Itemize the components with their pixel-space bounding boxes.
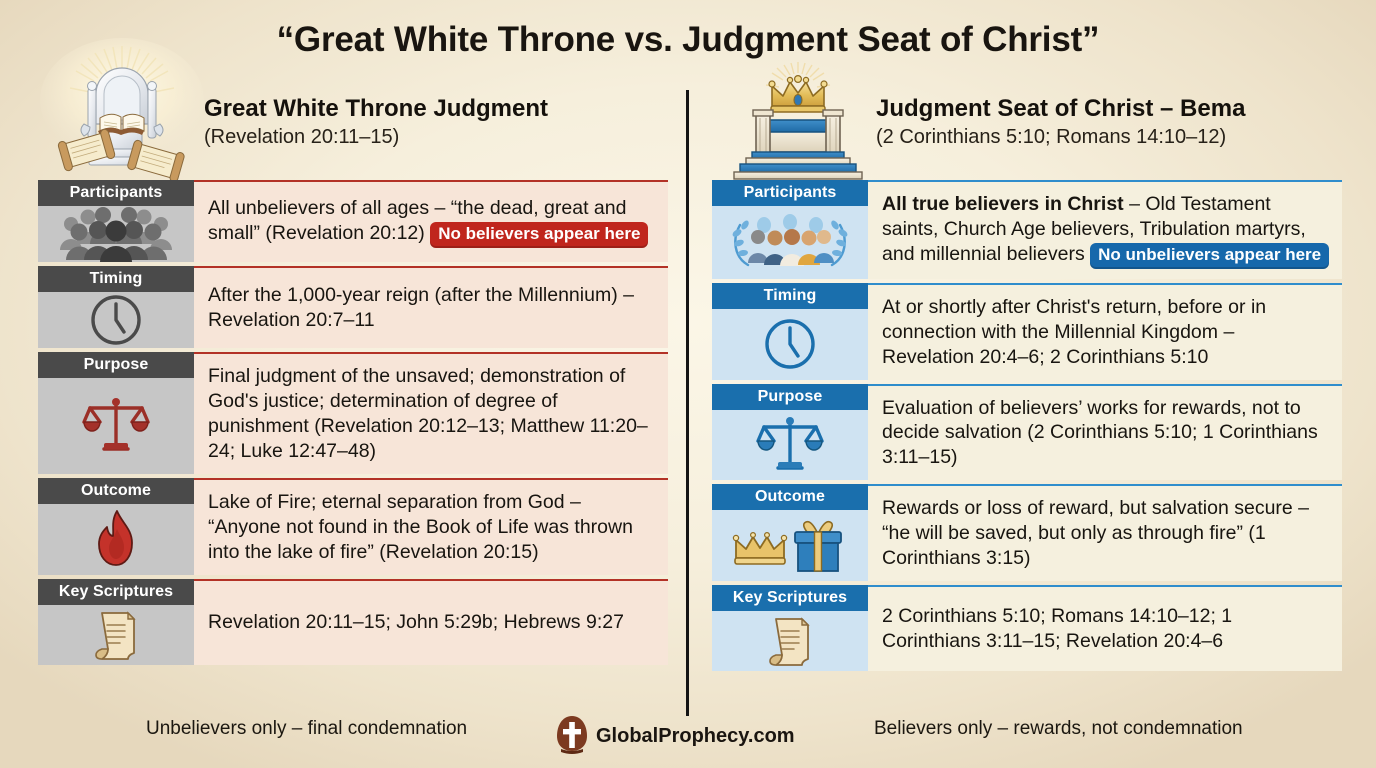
row-label-cell: Timing — [38, 266, 194, 348]
table-row: Participants — [38, 180, 668, 262]
table-row: Timing After the 1,000-year reign (after… — [38, 266, 668, 348]
row-label: Outcome — [38, 477, 194, 504]
table-row: Outcome Lake of Fire; eternal separation… — [38, 477, 668, 575]
row-label-cell: Key Scriptures — [712, 585, 868, 672]
right-footer-note: Believers only – rewards, not condemnati… — [874, 718, 1243, 739]
white-throne-illustration — [34, 36, 210, 183]
row-label-cell: Key Scriptures — [38, 578, 194, 665]
row-label-cell: Outcome — [38, 477, 194, 575]
row-content-text: All unbelievers of all ages – “the dead,… — [208, 196, 656, 248]
page-title: “Great White Throne vs. Judgment Seat of… — [276, 20, 1100, 59]
row-content-cell: Rewards or loss of reward, but salvation… — [868, 484, 1342, 582]
row-content-text: After the 1,000-year reign (after the Mi… — [208, 283, 656, 333]
row-content-text: Rewards or loss of reward, but salvation… — [882, 496, 1330, 571]
left-column-header: Great White Throne Judgment (Revelation … — [204, 95, 549, 149]
brand-logo[interactable]: GlobalProphecy.com — [555, 714, 795, 759]
row-label-cell: Outcome — [712, 484, 868, 582]
scroll-icon — [712, 611, 868, 672]
brand-name: GlobalProphecy.com — [596, 725, 795, 747]
row-content-cell: At or shortly after Christ's return, bef… — [868, 282, 1342, 380]
center-divider — [686, 90, 689, 716]
table-row: Purpose Evaluation of believers’ works f… — [712, 383, 1342, 481]
table-row: Timing At or shortly after Christ's retu… — [712, 282, 1342, 380]
row-label: Key Scriptures — [38, 578, 194, 605]
row-content-body: All unbelievers of all ages – “the dead,… — [208, 197, 627, 245]
row-content-body: Lake of Fire; eternal separation from Go… — [208, 490, 633, 563]
row-content-text: At or shortly after Christ's return, bef… — [882, 295, 1330, 370]
row-content-cell: Final judgment of the unsaved; demonstra… — [194, 352, 668, 474]
row-content-body: Final judgment of the unsaved; demonstra… — [208, 365, 648, 462]
table-row: Participants — [712, 180, 1342, 279]
row-content-body: 2 Corinthians 5:10; Romans 14:10–12; 1 C… — [882, 605, 1233, 653]
table-row: Key Scriptures 2 Corinthians 5:10; Roman… — [712, 585, 1342, 672]
row-content-text: Revelation 20:11–15; John 5:29b; Hebrews… — [208, 610, 656, 635]
row-label-cell: Timing — [712, 282, 868, 380]
cross-logo-icon — [555, 714, 589, 759]
row-label: Purpose — [38, 352, 194, 378]
row-label: Participants — [712, 180, 868, 206]
row-label-cell: Purpose — [712, 383, 868, 481]
scales-of-justice-icon — [712, 409, 868, 481]
believers-group-with-laurel-icon — [712, 206, 868, 279]
row-content-cell: After the 1,000-year reign (after the Mi… — [194, 266, 668, 348]
row-content-body: Rewards or loss of reward, but salvation… — [882, 497, 1310, 570]
row-label-cell: Participants — [712, 180, 868, 279]
scroll-icon — [38, 604, 194, 665]
row-content-cell: Evaluation of believers’ works for rewar… — [868, 383, 1342, 481]
row-label: Key Scriptures — [712, 585, 868, 612]
bema-seat-illustration — [722, 52, 874, 182]
right-column-header: Judgment Seat of Christ – Bema (2 Corint… — [876, 95, 1246, 149]
row-content-text: Lake of Fire; eternal separation from Go… — [208, 490, 656, 565]
row-content-cell: All true believers in Christ – Old Testa… — [868, 180, 1342, 279]
row-content-body: Evaluation of believers’ works for rewar… — [882, 396, 1318, 469]
row-label-cell: Purpose — [38, 352, 194, 474]
flame-icon — [38, 503, 194, 575]
row-content-text: Final judgment of the unsaved; demonstra… — [208, 364, 656, 464]
row-label-cell: Participants — [38, 180, 194, 262]
crown-and-gift-icon — [712, 510, 868, 582]
row-content-cell: 2 Corinthians 5:10; Romans 14:10–12; 1 C… — [868, 585, 1342, 672]
row-content-body: At or shortly after Christ's return, bef… — [882, 295, 1267, 368]
row-content-body: After the 1,000-year reign (after the Mi… — [208, 284, 634, 331]
left-column-title: Great White Throne Judgment — [204, 95, 549, 122]
row-content-text: All true believers in Christ – Old Testa… — [882, 192, 1330, 269]
clock-icon — [38, 292, 194, 348]
right-column-title: Judgment Seat of Christ – Bema — [876, 95, 1246, 122]
row-label: Purpose — [712, 383, 868, 410]
row-content-cell: Revelation 20:11–15; John 5:29b; Hebrews… — [194, 578, 668, 665]
left-footer-note: Unbelievers only – final condemnation — [146, 718, 468, 739]
row-label: Outcome — [712, 484, 868, 511]
judgment-seat-table: Participants — [712, 180, 1342, 675]
row-content-cell: Lake of Fire; eternal separation from Go… — [194, 477, 668, 575]
row-content-emphasis: All true believers in Christ — [882, 193, 1124, 215]
right-column-subtitle: (2 Corinthians 5:10; Romans 14:10–12) — [876, 125, 1227, 148]
crowd-of-people-icon — [38, 206, 194, 262]
row-content-body: Revelation 20:11–15; John 5:29b; Hebrews… — [208, 611, 624, 634]
row-label: Participants — [38, 180, 194, 206]
row-content-body: – Old Testament saints, Church Age belie… — [882, 193, 1306, 265]
table-row: Key Scriptures Revelation 20:11–15; John… — [38, 578, 668, 665]
row-content-cell: All unbelievers of all ages – “the dead,… — [194, 180, 668, 262]
left-column-subtitle: (Revelation 20:11–15) — [204, 125, 400, 148]
great-white-throne-table: Participants — [38, 180, 668, 669]
table-row: Outcome Rewards or loss of reward, bu — [712, 484, 1342, 582]
row-label: Timing — [712, 282, 868, 309]
row-content-text: Evaluation of believers’ works for rewar… — [882, 396, 1330, 471]
status-badge: No believers appear here — [430, 222, 649, 248]
clock-icon — [712, 308, 868, 380]
table-row: Purpose Final judgment of the unsaved; d… — [38, 352, 668, 474]
row-content-text: 2 Corinthians 5:10; Romans 14:10–12; 1 C… — [882, 604, 1330, 654]
row-label: Timing — [38, 266, 194, 292]
status-badge: No unbelievers appear here — [1090, 242, 1330, 269]
scales-of-justice-icon — [38, 378, 194, 474]
